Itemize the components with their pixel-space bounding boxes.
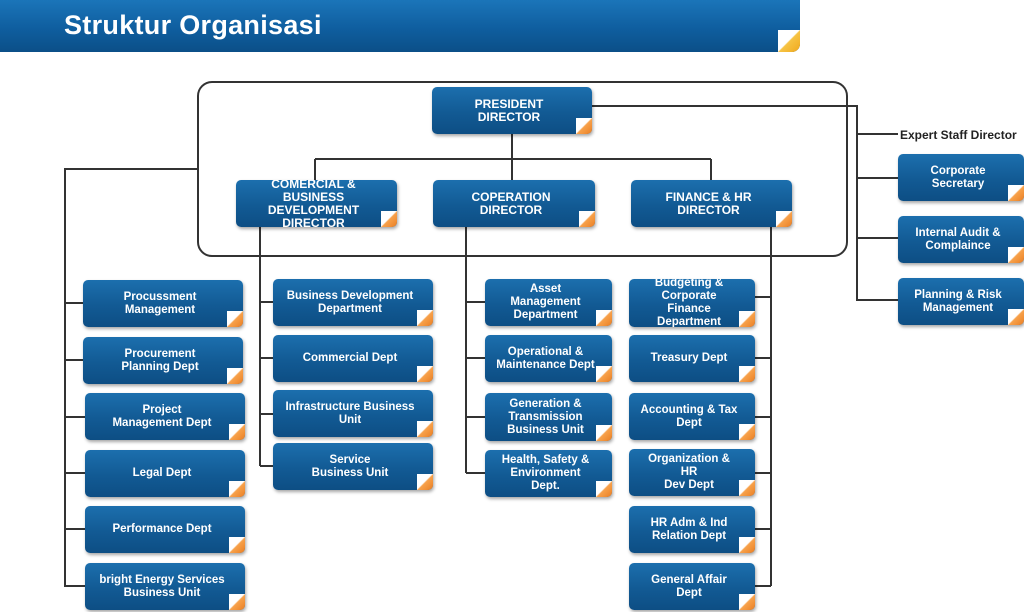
service-business-box: Service Business Unit xyxy=(273,443,433,490)
procussment-management-box: Procussment Management xyxy=(83,280,243,327)
unit-label: Project Management Dept xyxy=(112,403,212,429)
fold-corner xyxy=(739,366,755,382)
fold-corner xyxy=(229,424,245,440)
generation-transmission-box: Generation & Transmission Business Unit xyxy=(485,393,612,441)
fold-corner xyxy=(229,537,245,553)
project-management-box: Project Management Dept xyxy=(85,393,245,440)
fold-corner xyxy=(417,474,433,490)
procurement-planning-box: Procurement Planning Dept xyxy=(83,337,243,384)
president-director-box: PRESIDENT DIRECTOR xyxy=(432,87,592,134)
expert-staff-label: Expert Staff Director xyxy=(900,128,1017,142)
banner-fold xyxy=(778,30,800,52)
fold-corner xyxy=(739,480,755,496)
unit-label: Generation & Transmission Business Unit xyxy=(507,397,584,436)
fold-corner xyxy=(739,537,755,553)
unit-label: Performance Dept xyxy=(112,523,212,535)
fold-corner xyxy=(739,311,755,327)
unit-label: Budgeting & Corporate Finance Department xyxy=(654,279,724,327)
fold-corner xyxy=(579,211,595,227)
operation-director-label: COPERATION DIRECTOR xyxy=(471,189,551,217)
unit-label: bright Energy Services Business Unit xyxy=(99,573,225,599)
fold-corner xyxy=(227,368,243,384)
president-director-label: PRESIDENT DIRECTOR xyxy=(474,96,544,124)
commercial-director-box: COMERCIAL & BUSINESS DEVELOPMENT DIRECTO… xyxy=(236,180,397,227)
fold-corner xyxy=(776,211,792,227)
fold-corner xyxy=(1008,309,1024,325)
internal-audit-box: Internal Audit & Complaince xyxy=(898,216,1024,263)
unit-label: Operational & Maintenance Dept xyxy=(496,345,595,371)
fold-corner xyxy=(1008,185,1024,201)
fold-corner xyxy=(596,481,612,497)
legal-dept-box: Legal Dept xyxy=(85,450,245,497)
fold-corner xyxy=(739,594,755,610)
page-title: Struktur Organisasi xyxy=(64,10,322,40)
finance-director-box: FINANCE & HR DIRECTOR xyxy=(631,180,792,227)
organization-hr-box: Organization & HR Dev Dept xyxy=(629,449,755,496)
fold-corner xyxy=(229,481,245,497)
corporate-secretary-box: Corporate Secretary xyxy=(898,154,1024,201)
commercial-dept-box: Commercial Dept xyxy=(273,335,433,382)
business-development-box: Business Development Department xyxy=(273,279,433,326)
fold-corner xyxy=(417,366,433,382)
health-safety-box: Health, Safety & Environment Dept. xyxy=(485,450,612,497)
bright-energy-services-box: bright Energy Services Business Unit xyxy=(85,563,245,610)
fold-corner xyxy=(596,366,612,382)
staff-label: Corporate Secretary xyxy=(930,164,986,190)
unit-label: Service Business Unit xyxy=(311,453,389,479)
fold-corner xyxy=(227,311,243,327)
unit-label: Procurement Planning Dept xyxy=(121,347,199,373)
fold-corner xyxy=(417,421,433,437)
commercial-director-label: COMERCIAL & BUSINESS DEVELOPMENT DIRECTO… xyxy=(267,180,360,227)
hr-adm-relation-box: HR Adm & Ind Relation Dept xyxy=(629,506,755,553)
operational-maintenance-box: Operational & Maintenance Dept xyxy=(485,335,612,382)
performance-dept-box: Performance Dept xyxy=(85,506,245,553)
fold-corner xyxy=(1008,247,1024,263)
unit-label: Commercial Dept xyxy=(302,352,398,364)
infrastructure-business-box: Infrastructure Business Unit xyxy=(273,390,433,437)
fold-corner xyxy=(229,594,245,610)
unit-label: Organization & HR Dev Dept xyxy=(648,453,730,491)
title-banner: Struktur Organisasi xyxy=(0,0,800,52)
unit-label: Health, Safety & Environment Dept. xyxy=(501,454,590,492)
staff-label: Internal Audit & Complaince xyxy=(915,226,1001,252)
general-affair-box: General Affair Dept xyxy=(629,563,755,610)
fold-corner xyxy=(596,425,612,441)
unit-label: HR Adm & Ind Relation Dept xyxy=(650,516,728,542)
unit-label: General Affair Dept xyxy=(651,573,727,599)
fold-corner xyxy=(596,310,612,326)
fold-corner xyxy=(576,118,592,134)
unit-label: Legal Dept xyxy=(132,467,192,479)
accounting-tax-box: Accounting & Tax Dept xyxy=(629,393,755,440)
finance-director-label: FINANCE & HR DIRECTOR xyxy=(665,189,752,217)
unit-label: Business Development Department xyxy=(286,289,414,315)
unit-label: Asset Management Department xyxy=(510,283,581,321)
budgeting-corporate-finance-box: Budgeting & Corporate Finance Department xyxy=(629,279,755,327)
unit-label: Procussment Management xyxy=(123,290,197,316)
unit-label: Treasury Dept xyxy=(650,352,728,364)
unit-label: Accounting & Tax Dept xyxy=(640,403,738,429)
operation-director-box: COPERATION DIRECTOR xyxy=(433,180,595,227)
unit-label: Infrastructure Business Unit xyxy=(285,400,415,426)
planning-risk-box: Planning & Risk Management xyxy=(898,278,1024,325)
fold-corner xyxy=(739,424,755,440)
treasury-dept-box: Treasury Dept xyxy=(629,335,755,382)
staff-label: Planning & Risk Management xyxy=(914,288,1002,314)
fold-corner xyxy=(417,310,433,326)
fold-corner xyxy=(381,211,397,227)
asset-management-box: Asset Management Department xyxy=(485,279,612,326)
